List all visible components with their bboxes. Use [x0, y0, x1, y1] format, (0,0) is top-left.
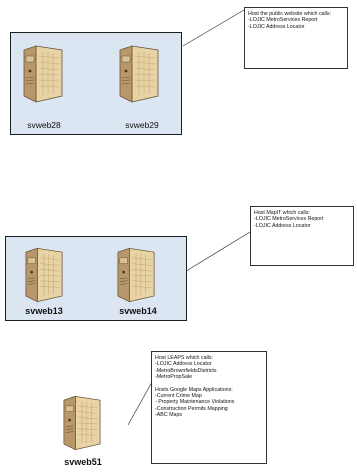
note-item: -LOJIC MetroServices Report: [254, 216, 324, 223]
note-item: -LOJIC MetroServices Report: [248, 17, 318, 24]
server-icon: [24, 246, 64, 304]
note-item: - Property Maintenance Violations: [155, 399, 235, 406]
note-title-2: Hosts Google Maps Applications:: [155, 386, 233, 393]
note-item: -LOJIC Address Locator: [254, 222, 311, 229]
connector-group2: [182, 231, 251, 274]
note-item: -LOJIC Address Locator: [248, 23, 305, 30]
server-label-svweb13: svweb13: [25, 306, 63, 316]
note-box-1: Host the public website which calls: -LO…: [244, 7, 348, 69]
server-label-svweb14: svweb14: [119, 306, 157, 316]
note-box-2: Host MapIT which calls: -LOJIC MetroServ…: [250, 206, 354, 266]
note-item: -MetroPropSale: [155, 374, 193, 381]
note-title: Host LEAPS which calls:: [155, 355, 213, 361]
server-icon: [118, 44, 160, 104]
note-title: Host the public website which calls:: [248, 11, 332, 17]
note-item: -Construction Permits Mapping: [155, 405, 228, 412]
connector-group3: [127, 381, 153, 426]
note-item: -MetroBrownfieldsDistricts: [155, 367, 217, 374]
server-icon: [62, 394, 102, 452]
server-label-svweb28: svweb28: [27, 120, 61, 130]
server-label-svweb29: svweb29: [125, 120, 159, 130]
server-icon: [116, 246, 156, 304]
note-title: Host MapIT which calls:: [254, 210, 310, 216]
connector-group1: [182, 9, 245, 47]
server-label-svweb51: svweb51: [64, 457, 102, 467]
server-icon: [22, 44, 64, 104]
note-item: -ABC Maps: [155, 412, 183, 419]
note-item: -LOJIC Address Locator: [155, 361, 212, 368]
note-box-3: Host LEAPS which calls: -LOJIC Address L…: [151, 351, 267, 464]
note-item: -Current Crime Map: [155, 393, 202, 400]
